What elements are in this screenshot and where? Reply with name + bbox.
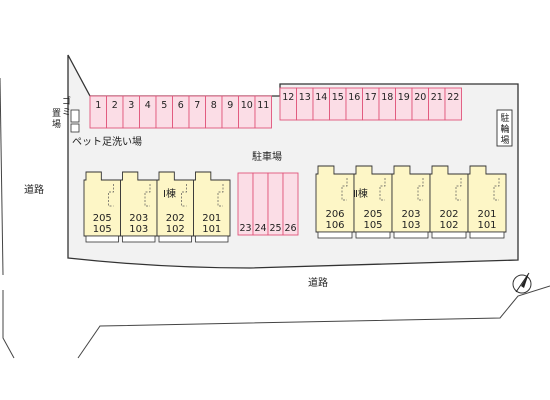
road-edge-bottom: [2, 290, 15, 359]
garbage-area-label: ゴミ置場: [52, 95, 71, 130]
stair-icon: [455, 178, 462, 201]
unit-number-upper: 203: [129, 213, 148, 224]
vertical-char: 輪: [500, 123, 509, 135]
unit-number-lower: 102: [439, 220, 458, 231]
parking-space-number: 10: [241, 100, 253, 111]
parking-space-number: 25: [269, 223, 281, 234]
parking-space-number: 6: [178, 100, 184, 111]
parking-space-number: 4: [145, 100, 151, 111]
vertical-char: 置: [52, 108, 61, 119]
unit-number-lower: 105: [363, 220, 382, 231]
parking-space-number: 14: [315, 92, 327, 103]
bicycle-parking: 駐輪場: [496, 109, 513, 147]
parking-space: [254, 95, 272, 129]
parking-space-number: 3: [128, 100, 134, 111]
stair-icon: [341, 178, 348, 201]
balcony: [431, 231, 467, 239]
stair-icon: [379, 178, 386, 201]
parking-lot-label: 駐車場: [252, 150, 282, 163]
garbage-area: ゴミ置場: [52, 95, 80, 133]
garbage-box-upper: [70, 109, 80, 123]
unit-number-upper: 205: [363, 209, 382, 220]
road-edge-opposite: [77, 285, 550, 359]
vertical-char: 場: [500, 134, 509, 146]
parking-space-number: 19: [398, 92, 410, 103]
vertical-char: 駐: [500, 112, 509, 124]
unit-number-lower: 105: [93, 224, 112, 235]
parking-space-number: 23: [239, 223, 251, 234]
parking-space-number: 24: [254, 223, 266, 234]
parking-space-number: 21: [431, 92, 443, 103]
vertical-char: 場: [52, 118, 61, 130]
parking-space-number: 7: [194, 100, 200, 111]
parking-space-number: 2: [112, 100, 118, 111]
vertical-char: ゴ: [62, 95, 71, 107]
unit-number-upper: 201: [477, 209, 496, 220]
unit-number-upper: 205: [93, 213, 112, 224]
balcony: [122, 235, 156, 243]
unit-number-upper: 203: [401, 209, 420, 220]
balcony: [355, 231, 391, 239]
parking-space-number: 17: [365, 92, 377, 103]
stair-icon: [108, 184, 114, 207]
balcony: [158, 235, 192, 243]
balcony: [393, 231, 429, 239]
parking-space-number: 18: [381, 92, 393, 103]
balcony: [317, 231, 353, 239]
parking-space: [282, 172, 299, 236]
stair-icon: [144, 184, 151, 207]
compass-needle-tail: [515, 272, 530, 293]
unit-number-upper: 201: [202, 213, 221, 224]
unit-number-lower: 101: [477, 220, 496, 231]
parking-space-number: 22: [447, 92, 459, 103]
balcony: [195, 235, 229, 243]
parking-space-number: 1: [95, 100, 101, 111]
parking-space-number: 8: [211, 100, 217, 111]
road-label-bottom: 道路: [308, 276, 328, 289]
parking-space-number: 11: [257, 100, 269, 111]
balcony: [469, 231, 505, 239]
parking-space-number: 15: [332, 92, 344, 103]
stair-icon: [417, 178, 424, 201]
parking-space-number: 9: [227, 100, 233, 111]
unit-number-lower: 103: [129, 224, 148, 235]
parking-space-number: 16: [348, 92, 360, 103]
building-1-label: Ⅰ棟: [163, 187, 176, 200]
parking-row-top-right: 12 13 14 15 16 17 18 19 20 21 22: [279, 87, 462, 121]
unit-number-upper: 202: [166, 213, 185, 224]
bicycle-parking-label: 駐輪場: [500, 112, 509, 146]
parking-space: [444, 87, 462, 121]
stair-icon: [181, 184, 187, 207]
parking-space-number: 20: [414, 92, 426, 103]
unit-number-upper: 202: [439, 209, 458, 220]
vertical-char: ミ: [62, 108, 71, 118]
parking-space-number: 12: [282, 92, 294, 103]
unit-number-upper: 206: [325, 209, 344, 220]
parking-space-number: 5: [161, 100, 167, 111]
unit-number-lower: 102: [166, 224, 185, 235]
parking-space-number: 13: [299, 92, 311, 103]
bicycle-parking-box: [496, 109, 513, 147]
building-2-label: Ⅱ棟: [353, 187, 368, 200]
stair-icon: [217, 184, 224, 207]
garbage-box-lower: [70, 123, 80, 133]
road-label-left: 道路: [24, 183, 44, 196]
pet-wash-label: ペット足洗い場: [72, 135, 142, 148]
parking-space-number: 26: [284, 223, 296, 234]
unit-number-lower: 103: [401, 220, 420, 231]
unit-number-lower: 101: [202, 224, 221, 235]
road-edge-left: [0, 77, 4, 276]
unit-number-lower: 106: [325, 220, 344, 231]
balcony: [85, 235, 119, 243]
stair-icon: [493, 178, 500, 201]
compass-north-icon: [512, 272, 532, 294]
